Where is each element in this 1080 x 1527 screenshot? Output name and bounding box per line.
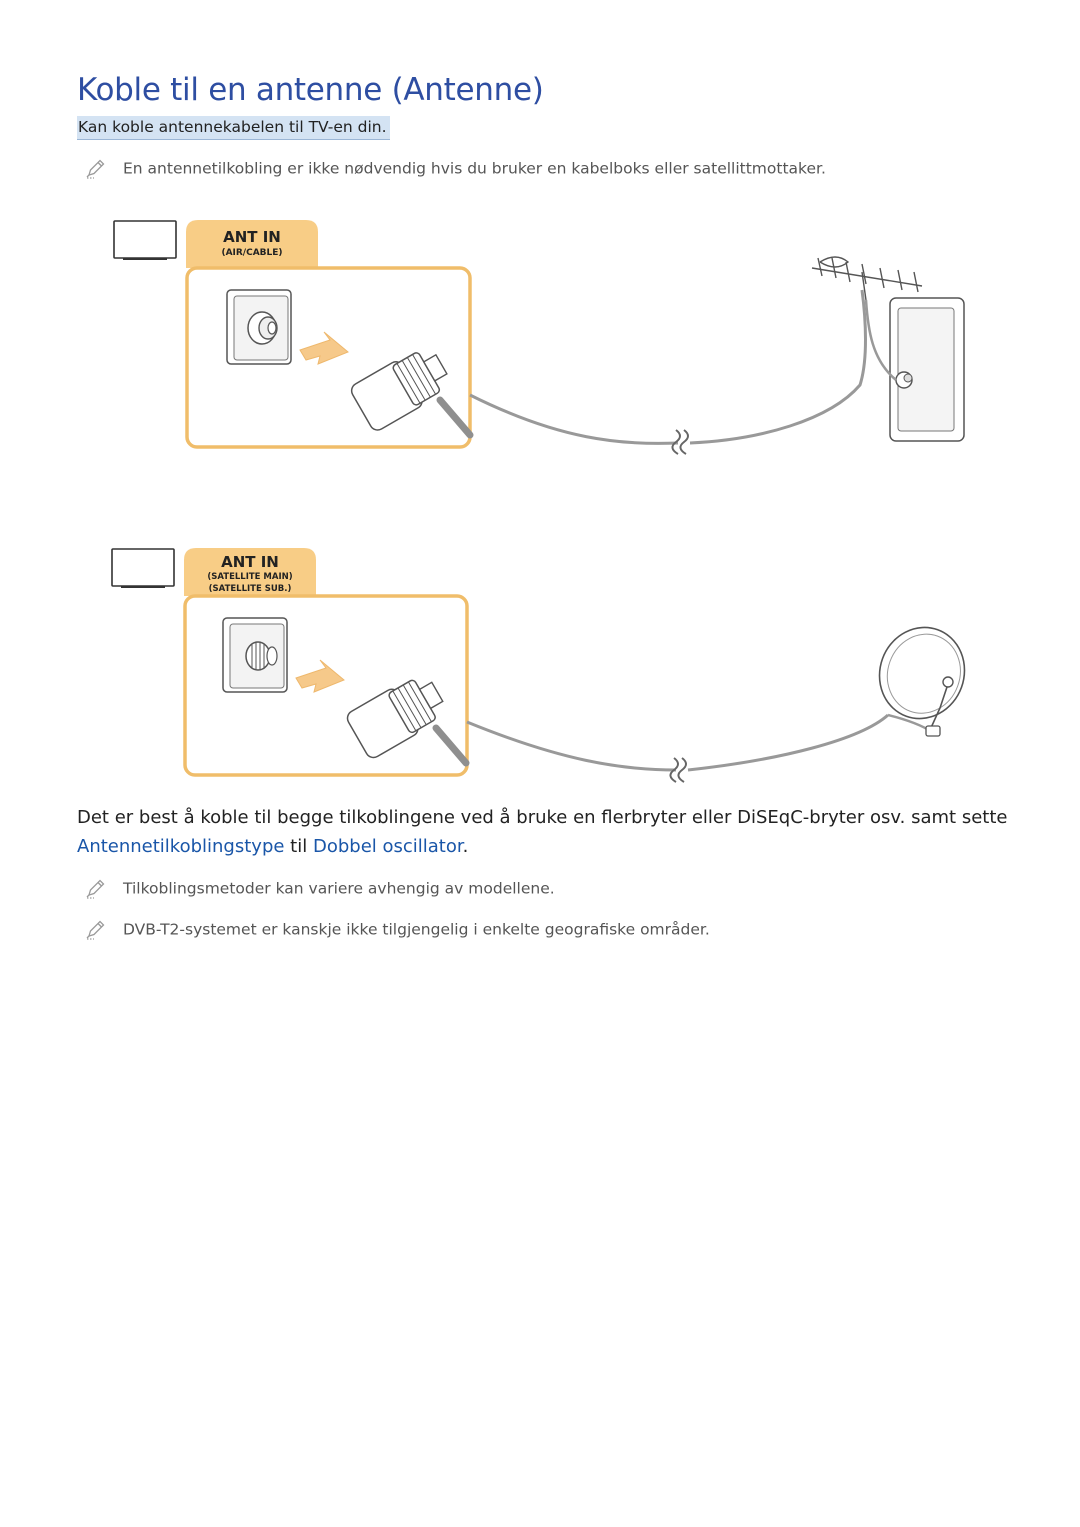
- page-subtitle: Kan koble antennekabelen til TV-en din.: [77, 116, 390, 140]
- body-paragraph: Det er best å koble til begge tilkobling…: [77, 803, 1037, 861]
- port-label-tab: ANT IN (AIR/CABLE): [186, 220, 318, 268]
- wall-plate-icon: [864, 297, 965, 442]
- port-label-tab: ANT IN (SATELLITE MAIN) (SATELLITE SUB.): [184, 548, 316, 596]
- wall-port-icon: [226, 289, 292, 365]
- note-antenna-optional: En antennetilkobling er ikke nødvendig h…: [85, 158, 826, 180]
- arrow-icon: [299, 331, 349, 365]
- tv-icon: [111, 548, 175, 588]
- port-subtitle: (AIR/CABLE): [221, 248, 282, 258]
- satellite-dish-icon: [878, 626, 966, 737]
- port-subtitle-main: (SATELLITE MAIN): [207, 572, 292, 582]
- page-title: Koble til en antenne (Antenne): [77, 72, 544, 108]
- note-model-variation: Tilkoblingsmetoder kan variere avhengig …: [85, 878, 555, 900]
- tv-icon: [113, 220, 177, 260]
- note-text: DVB-T2-systemet er kanskje ikke tilgjeng…: [123, 920, 710, 939]
- setting-value-link[interactable]: Dobbel oscillator: [312, 836, 463, 857]
- pencil-icon: [85, 919, 111, 941]
- paragraph-text: .: [462, 836, 469, 857]
- wall-port-icon: [222, 617, 288, 693]
- paragraph-text: til: [284, 836, 313, 857]
- connection-diagrams: ANT IN (AIR/CABLE): [111, 220, 966, 783]
- diagram-air-cable: ANT IN (AIR/CABLE): [113, 220, 965, 455]
- note-text: Tilkoblingsmetoder kan variere avhengig …: [123, 879, 555, 898]
- terrestrial-antenna-icon: [811, 256, 923, 301]
- port-title: ANT IN: [221, 553, 279, 571]
- coax-plug-icon: [350, 352, 448, 431]
- pencil-icon: [85, 158, 111, 180]
- note-dvb-t2: DVB-T2-systemet er kanskje ikke tilgjeng…: [85, 919, 710, 941]
- diagram-satellite: ANT IN (SATELLITE MAIN) (SATELLITE SUB.): [111, 548, 966, 783]
- port-title: ANT IN: [223, 228, 281, 246]
- port-subtitle-sub: (SATELLITE SUB.): [209, 584, 292, 594]
- note-text: En antennetilkobling er ikke nødvendig h…: [123, 159, 826, 178]
- setting-name-link[interactable]: Antennetilkoblingstype: [77, 836, 285, 857]
- paragraph-text: Det er best å koble til begge tilkobling…: [77, 807, 1008, 828]
- coax-plug-icon: [346, 679, 444, 759]
- pencil-icon: [85, 878, 111, 900]
- arrow-icon: [295, 659, 345, 693]
